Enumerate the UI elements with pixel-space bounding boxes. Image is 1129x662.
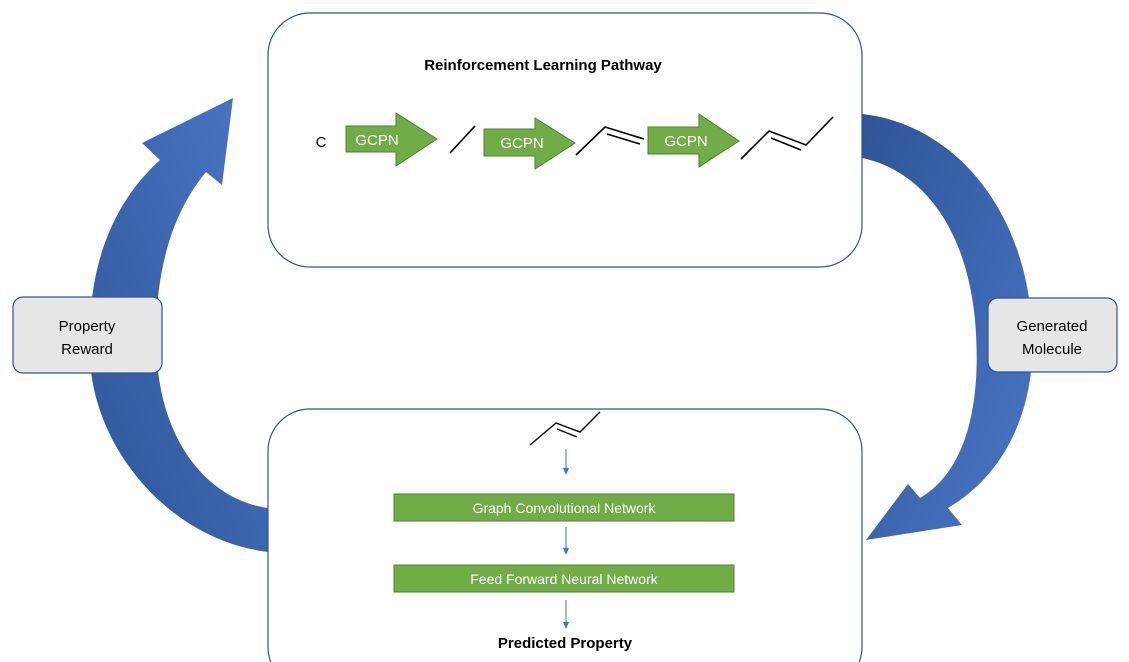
cycle-arrow-left	[89, 98, 268, 552]
generated-molecule-line2: Molecule	[1022, 341, 1082, 358]
ethane-molecule	[449, 125, 476, 154]
gcpn-step-label-2: GCPN	[500, 135, 543, 152]
property-reward-box: Property Reward	[12, 296, 163, 374]
cycle-arrow-right	[862, 114, 1033, 540]
property-reward-line2: Reward	[61, 341, 113, 358]
gcpn-step-arrow-2: GCPN	[483, 117, 576, 170]
property-reward-line1: Property	[59, 318, 116, 335]
gcpn-step-label-3: GCPN	[664, 133, 707, 150]
gcpn-step-label-1: GCPN	[355, 132, 398, 149]
rl-pathway-title: Reinforcement Learning Pathway	[424, 57, 662, 74]
predicted-property-label: Predicted Property	[498, 635, 633, 652]
input-molecule	[529, 411, 601, 446]
butene-molecule	[740, 116, 834, 160]
ffnn-block: Feed Forward Neural Network	[393, 564, 735, 593]
gcn-label: Graph Convolutional Network	[473, 500, 657, 516]
start-atom-label: C	[316, 134, 327, 151]
generated-molecule-box: Generated Molecule	[987, 297, 1118, 373]
property-prediction-panel	[267, 408, 863, 662]
flow-arrow-to-ffnn	[563, 527, 569, 555]
gcn-block: Graph Convolutional Network	[393, 493, 735, 522]
propene-molecule	[575, 126, 645, 156]
flow-arrow-to-gcn	[563, 449, 569, 475]
gcpn-step-arrow-3: GCPN	[647, 113, 740, 168]
generated-molecule-line1: Generated	[1017, 318, 1088, 335]
flow-arrow-to-output	[563, 600, 569, 629]
ffnn-label: Feed Forward Neural Network	[470, 571, 659, 587]
gcpn-step-arrow-1: GCPN	[345, 112, 438, 167]
